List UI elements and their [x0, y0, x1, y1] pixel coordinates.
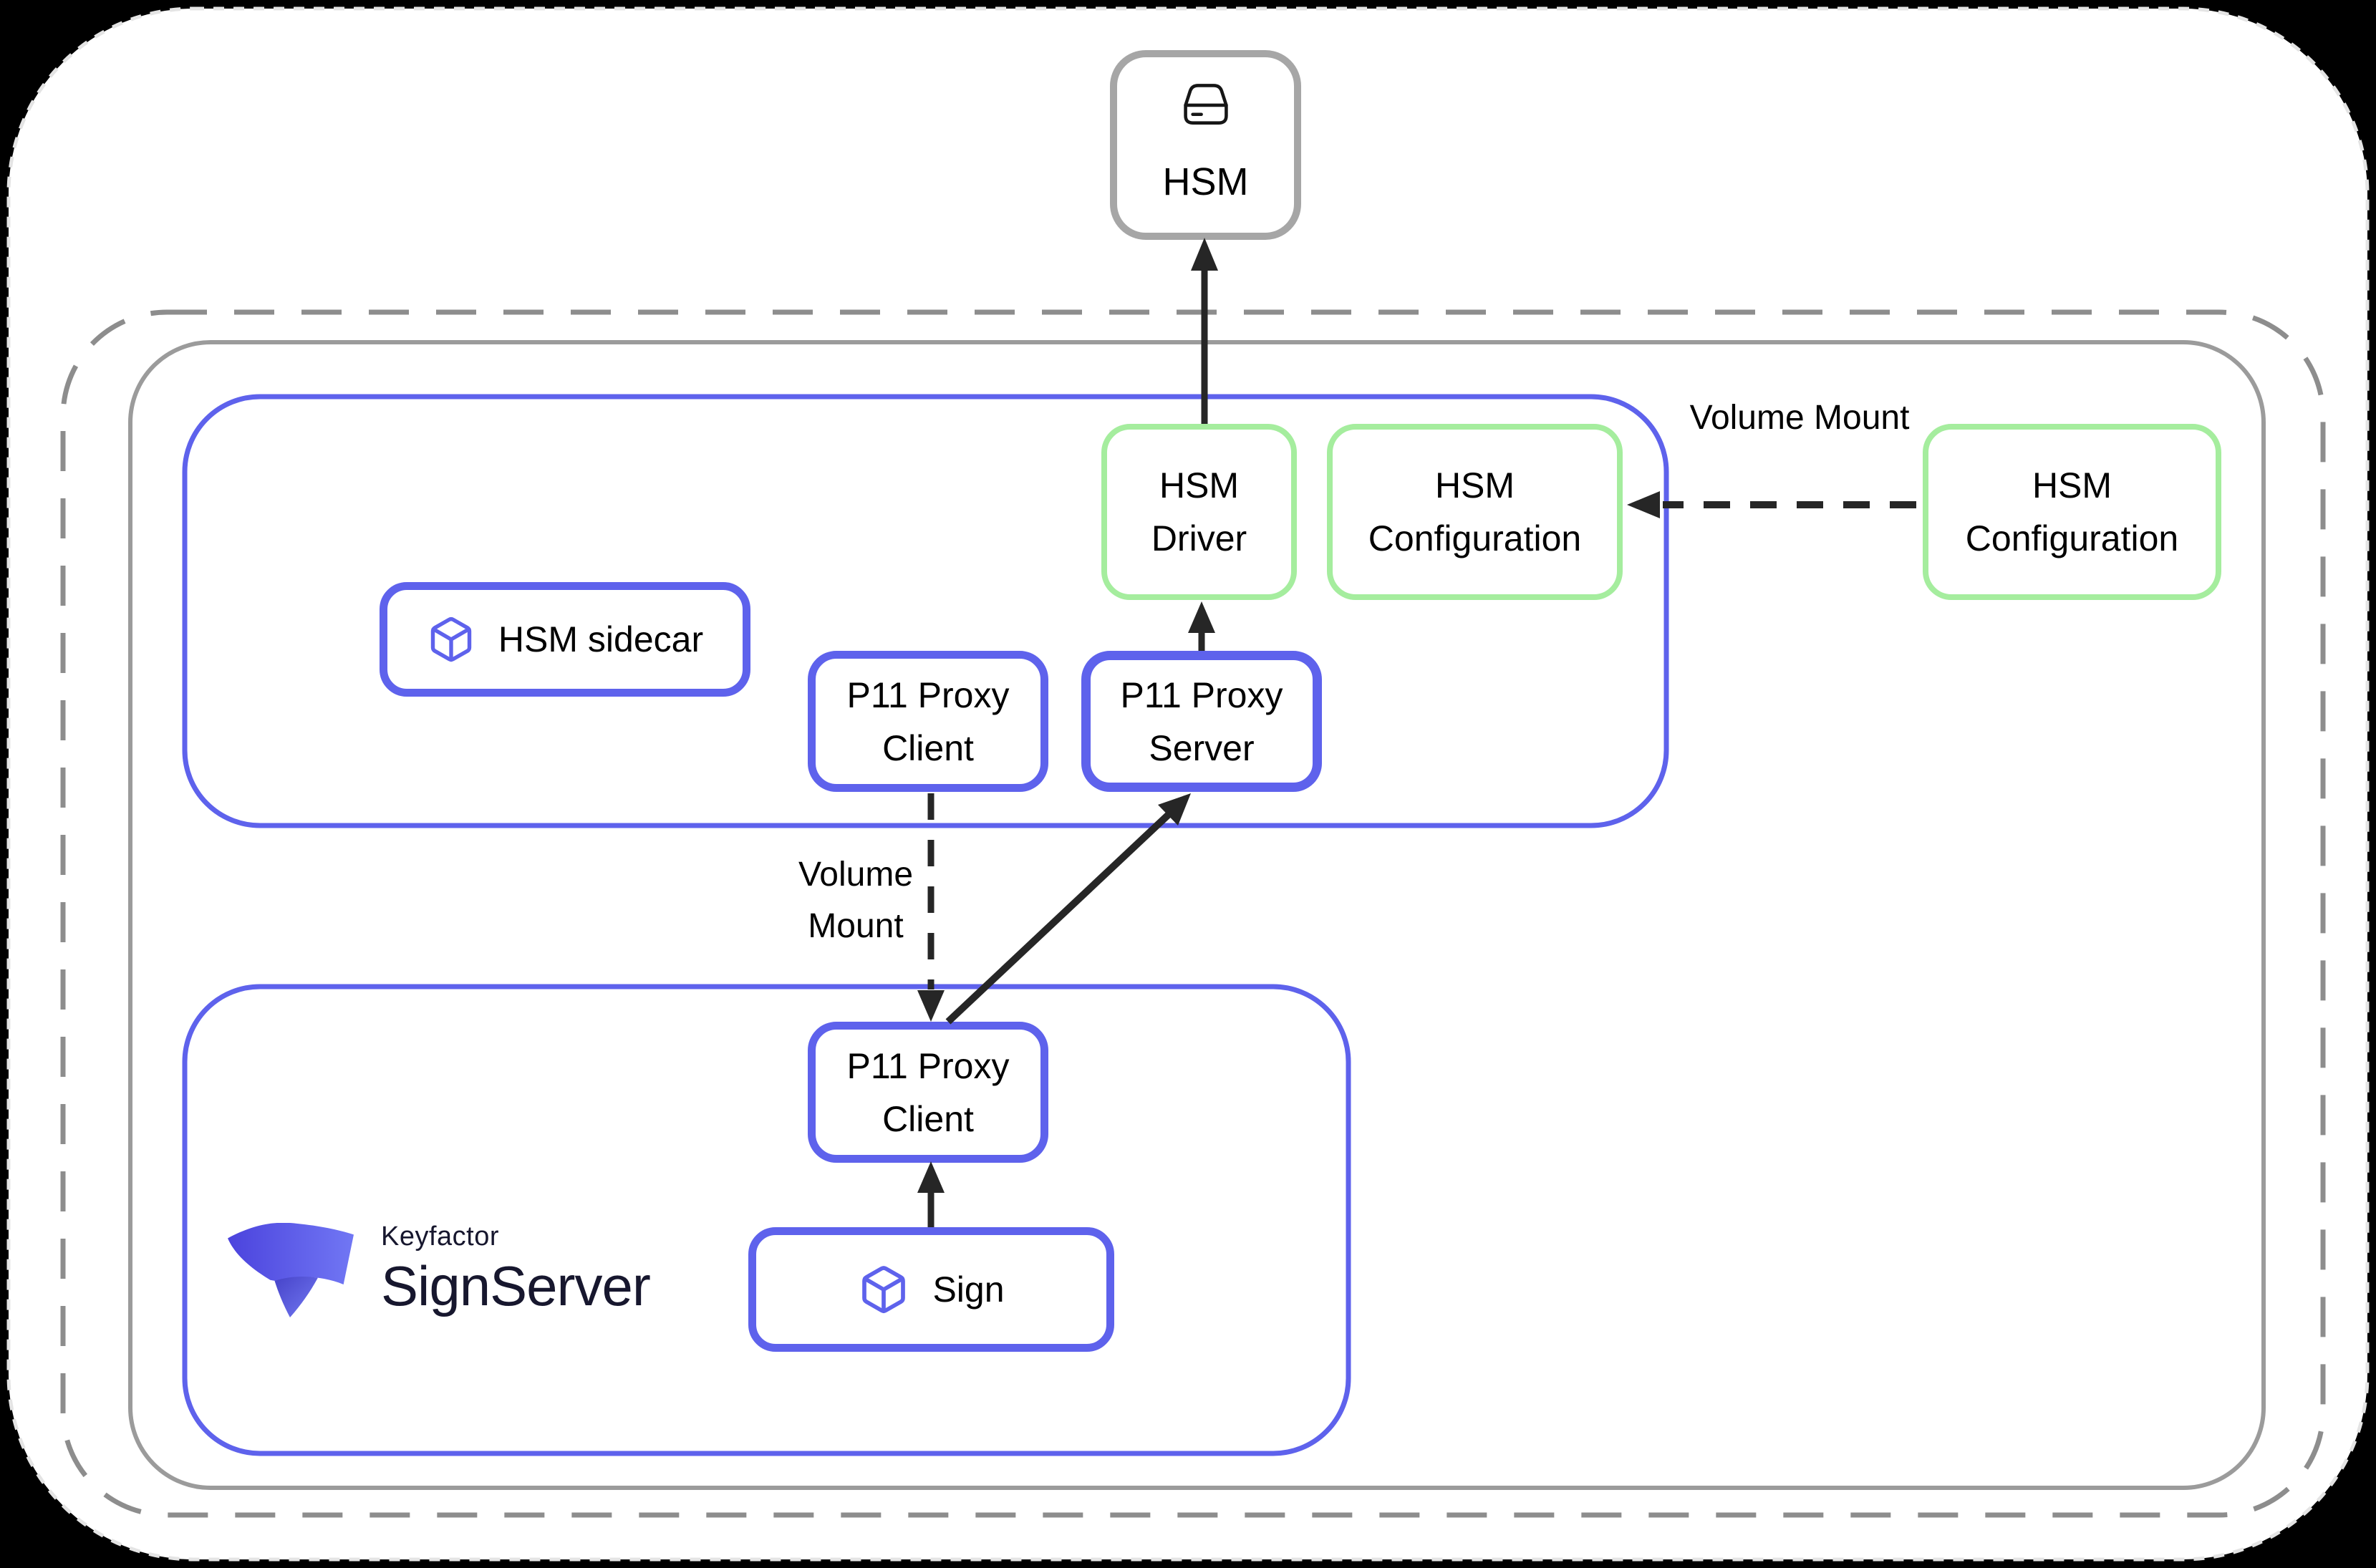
keyfactor-mark-icon [228, 1222, 354, 1318]
cluster-dashed-boundary [60, 309, 2326, 1518]
sign-label: Sign [932, 1269, 1005, 1310]
hsm-configuration-inner-box: HSM Configuration [1327, 424, 1623, 600]
hsm-configuration-volume-box: HSM Configuration [1923, 424, 2221, 600]
keyfactor-signserver-logo: Keyfactor SignServer [228, 1221, 651, 1319]
cube-icon [427, 615, 475, 664]
brand-company: Keyfactor [381, 1221, 500, 1252]
hsm-configuration-inner-label: HSM Configuration [1368, 465, 1582, 558]
hsm-external-label: HSM [1162, 160, 1249, 203]
p11-proxy-client-bottom-box: P11 Proxy Client [808, 1022, 1048, 1163]
p11-proxy-client-bottom-label: P11 Proxy Client [846, 1045, 1010, 1139]
hsm-sidecar-label: HSM sidecar [498, 619, 704, 659]
volume-mount-config-text: Volume Mount [1689, 399, 1910, 437]
label-volume-mount-proxy: Volume Mount [762, 849, 950, 952]
pod-hsm-sidecar-boundary [182, 394, 1669, 828]
hsm-external-box: HSM [1110, 50, 1301, 240]
p11-proxy-server-box: P11 Proxy Server [1081, 651, 1322, 792]
brand-product: SignServer [381, 1254, 651, 1317]
hsm-configuration-volume-label: HSM Configuration [1965, 465, 2179, 558]
node-solid-boundary [128, 340, 2266, 1490]
p11-proxy-server-label: P11 Proxy Server [1120, 674, 1283, 768]
volume-mount-proxy-text: Volume Mount [798, 856, 914, 945]
sign-box: Sign [748, 1227, 1114, 1352]
p11-proxy-client-top-box: P11 Proxy Client [808, 651, 1048, 792]
hsm-sidecar-badge: HSM sidecar [380, 582, 750, 697]
pod-signserver-boundary [182, 984, 1351, 1456]
hsm-driver-box: HSM Driver [1101, 424, 1297, 600]
p11-proxy-client-top-label: P11 Proxy Client [846, 674, 1010, 768]
label-volume-mount-config: Volume Mount [1678, 392, 1921, 444]
hard-drive-icon [1174, 79, 1237, 144]
cube-icon [858, 1264, 909, 1315]
hsm-driver-label: HSM Driver [1151, 465, 1247, 558]
